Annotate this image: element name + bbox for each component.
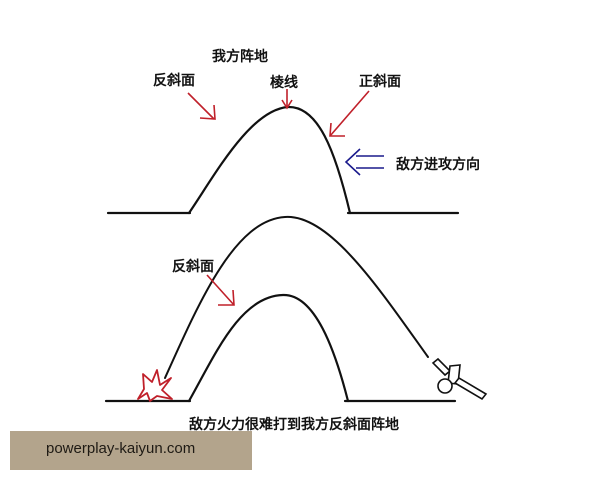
caption: 敌方火力很难打到我方反斜面阵地 [189,417,399,433]
watermark-text: powerplay-kaiyun.com [46,440,196,457]
forward-slope-arrow [329,90,370,137]
watermark-banner: powerplay-kaiyun.com [10,431,252,470]
label-reverse-slope-top: 反斜面 [153,73,195,89]
bottom-hill-outer [164,215,429,379]
label-ridge-line: 棱线 [270,75,298,91]
label-enemy-attack-direction: 敌方进攻方向 [396,157,480,173]
explosion-icon [137,369,173,402]
enemy-attack-arrow [344,148,384,176]
bottom-hill-inner [104,293,457,403]
label-our-position: 我方阵地 [212,49,268,65]
label-reverse-slope-bottom: 反斜面 [172,259,214,275]
reverse-slope-arrow-bottom [206,274,235,306]
label-forward-slope: 正斜面 [359,74,401,90]
ridge-line-arrow [281,89,293,110]
artillery-gun-icon [431,357,488,401]
reverse-slope-arrow-top [187,92,216,120]
